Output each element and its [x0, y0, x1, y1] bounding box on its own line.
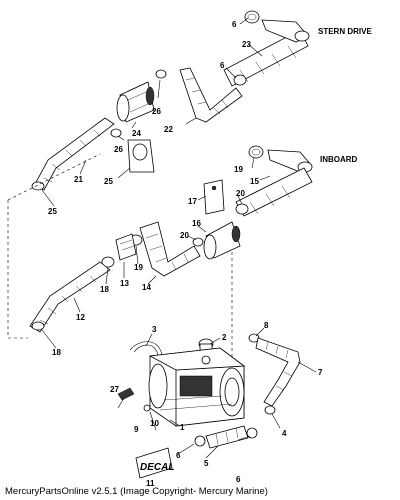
callout-23: 23 [242, 40, 251, 49]
elbow-fitting-inboard[interactable] [267, 149, 313, 173]
callout-2: 2 [222, 333, 227, 342]
stern-drive-group [31, 10, 310, 191]
hose-21[interactable] [33, 117, 115, 191]
clamp-20-upper[interactable] [235, 203, 249, 215]
callout-27: 27 [110, 385, 119, 394]
clamp-4[interactable] [264, 405, 276, 415]
callout-6: 6 [220, 61, 225, 70]
callout-11: 11 [146, 479, 155, 488]
callout-10: 10 [150, 419, 159, 428]
callout-19: 19 [134, 263, 143, 272]
callout-25: 25 [104, 177, 113, 186]
callout-12: 12 [76, 313, 85, 322]
callout-4: 4 [282, 429, 287, 438]
hose-14[interactable] [139, 221, 201, 277]
section-title-inboard: INBOARD [320, 155, 358, 164]
clamp-19-upper[interactable] [248, 145, 264, 159]
callout-16: 16 [192, 219, 201, 228]
cap-2[interactable] [198, 338, 214, 351]
heat-exchanger-1[interactable] [148, 347, 246, 427]
clamp-18-lower[interactable] [31, 321, 45, 331]
clamp-6-middle[interactable] [233, 74, 247, 86]
callout-24: 24 [132, 129, 141, 138]
callout-5: 5 [204, 459, 209, 468]
clamp-6-top[interactable] [244, 10, 260, 24]
clamp-6-lower-left[interactable] [194, 435, 206, 447]
copyright-footer: MercuryPartsOnline v2.5.1 (Image Copyrig… [5, 486, 268, 497]
callout-3: 3 [152, 325, 157, 334]
leader-lines [41, 17, 317, 459]
callout-14: 14 [142, 283, 151, 292]
callout-22: 22 [164, 125, 173, 134]
callout-21: 21 [74, 175, 83, 184]
callout-9: 9 [134, 425, 139, 434]
elbow-fitting-top[interactable] [261, 19, 310, 43]
callout-18: 18 [52, 348, 61, 357]
hose-7[interactable] [255, 337, 301, 407]
fitting-9[interactable] [143, 404, 151, 412]
callout-17: 17 [188, 197, 197, 206]
callout-20: 20 [180, 231, 189, 240]
water-lock-16[interactable] [203, 221, 241, 260]
clamp-18-upper[interactable] [101, 256, 115, 268]
callout-20: 20 [236, 189, 245, 198]
clamp-26-lower[interactable] [110, 128, 122, 138]
bracket-17[interactable] [203, 179, 225, 215]
hose-12[interactable] [29, 261, 111, 333]
callout-13: 13 [120, 279, 129, 288]
bracket-25-upper[interactable] [127, 139, 155, 173]
coupler-13[interactable] [115, 233, 137, 261]
heat-exchanger-group: DECAL [117, 333, 301, 479]
hose-15[interactable] [235, 167, 313, 217]
drain-plug-27[interactable] [117, 387, 135, 409]
hose-22[interactable] [179, 67, 243, 123]
hose-5[interactable] [205, 425, 249, 449]
decal-11[interactable]: DECAL [135, 447, 174, 479]
section-title-stern-drive: STERN DRIVE [318, 27, 372, 36]
callout-1: 1 [180, 423, 185, 432]
callout-25: 25 [48, 207, 57, 216]
callout-26: 26 [152, 107, 161, 116]
inboard-group [29, 145, 313, 333]
callout-8: 8 [264, 321, 269, 330]
clamp-25-lower[interactable] [31, 181, 45, 191]
callout-19: 19 [234, 165, 243, 174]
callout-7: 7 [318, 368, 323, 377]
clamp-26-upper[interactable] [155, 69, 167, 79]
callout-18: 18 [100, 285, 109, 294]
callout-15: 15 [250, 177, 259, 186]
callout-labels: 6 23 6 26 24 26 22 21 25 25 19 15 20 17 … [48, 20, 323, 488]
callout-6: 6 [236, 475, 241, 484]
callout-26: 26 [114, 145, 123, 154]
clamp-6-lower-right[interactable] [246, 427, 258, 439]
callout-6: 6 [232, 20, 237, 29]
decal-text: DECAL [140, 462, 174, 473]
callout-6: 6 [176, 451, 181, 460]
water-lock-24[interactable] [116, 81, 155, 123]
